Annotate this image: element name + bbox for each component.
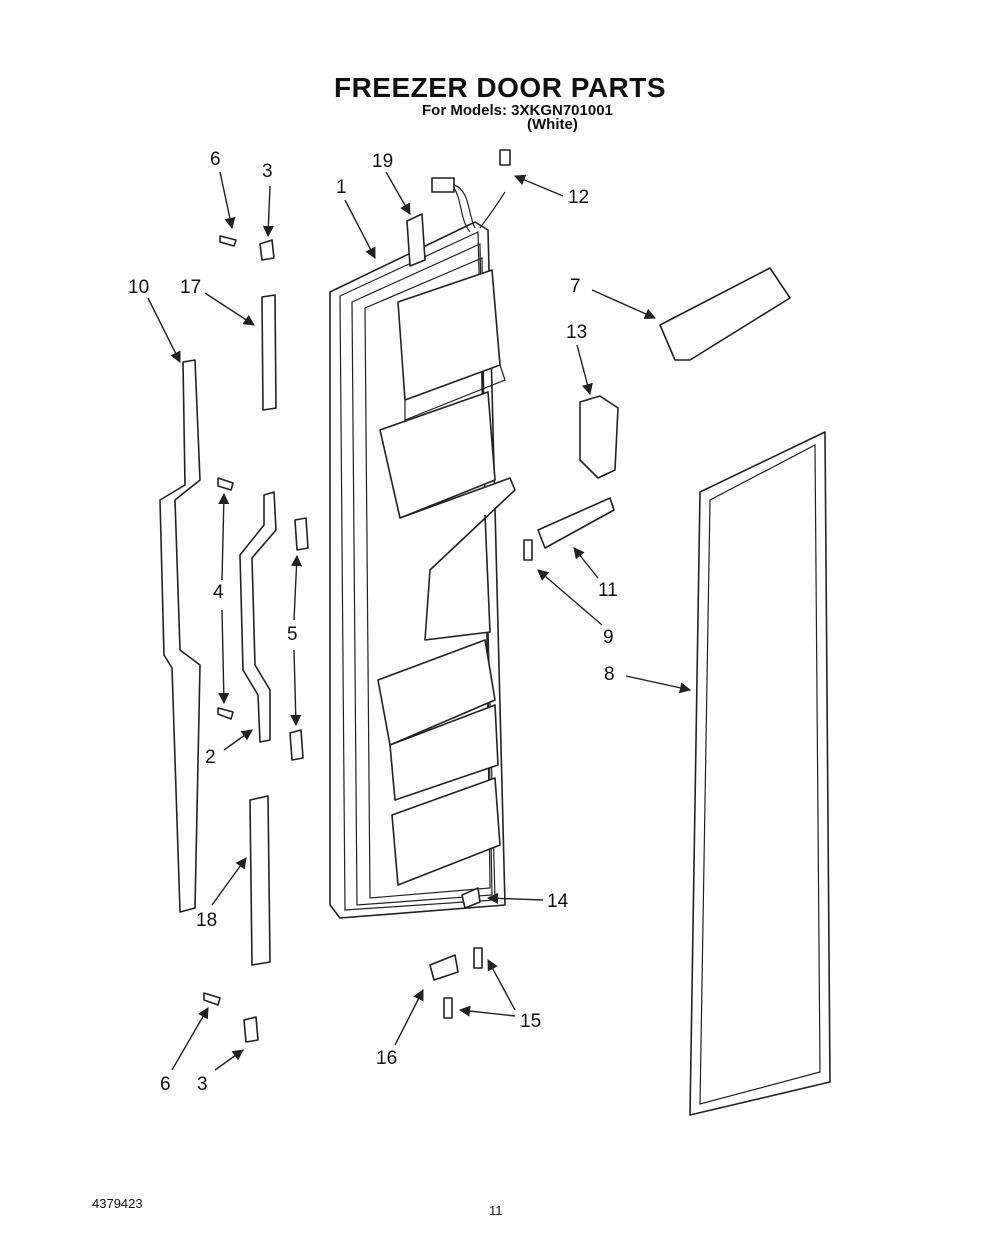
- hinge-bushing: [461, 887, 481, 909]
- screws: [203, 149, 511, 1019]
- clips: [243, 239, 309, 1043]
- color-note: (White): [527, 116, 578, 133]
- door-handle: [239, 491, 277, 743]
- callout-label: 12: [568, 187, 589, 208]
- callout-label: 8: [604, 664, 615, 685]
- callout-label: 5: [287, 624, 298, 645]
- callout-label: 3: [262, 161, 273, 182]
- callout-label: 1: [336, 177, 347, 198]
- liner-tab: [406, 213, 426, 267]
- door-gasket: [689, 431, 831, 1116]
- callout-label: 17: [180, 277, 201, 298]
- callout-labels: 1 2 3 3 4 5 6 6 7 8 9 10 11 12 13 14 15 …: [128, 149, 618, 1095]
- callout-label: 6: [160, 1074, 171, 1095]
- hinge-strip-upper: [261, 294, 277, 411]
- model-number: For Models: 3XKGN701001: [422, 102, 613, 119]
- page-number: 11: [489, 1203, 503, 1218]
- ice-chute: [579, 395, 619, 479]
- hinge-strip-lower: [249, 795, 271, 966]
- door-shelves: [377, 269, 516, 886]
- callout-label: 13: [566, 322, 587, 343]
- document-number: 4379423: [92, 1196, 143, 1211]
- callout-label: 6: [210, 149, 221, 170]
- callout-label: 18: [196, 910, 217, 931]
- dispenser-block: [523, 539, 533, 561]
- callout-label: 4: [213, 582, 224, 603]
- callout-label: 7: [570, 276, 581, 297]
- callout-label: 9: [603, 627, 614, 648]
- wire-harness: [431, 177, 506, 233]
- page-title: FREEZER DOOR PARTS: [333, 72, 667, 103]
- callout-label: 11: [598, 580, 618, 601]
- callout-label: 19: [372, 151, 393, 172]
- callout-label: 2: [205, 747, 216, 768]
- callout-label: 15: [520, 1011, 541, 1032]
- callout-label: 16: [376, 1048, 397, 1069]
- door-trim-strip: [159, 359, 201, 913]
- callout-label: 3: [197, 1074, 208, 1095]
- dispenser-channel: [537, 497, 615, 549]
- leader-arrows: [147, 171, 692, 1071]
- callout-label: 10: [128, 277, 149, 298]
- lower-hinge: [429, 954, 459, 981]
- callout-label: 14: [547, 891, 569, 912]
- door-bin-trim: [659, 267, 791, 361]
